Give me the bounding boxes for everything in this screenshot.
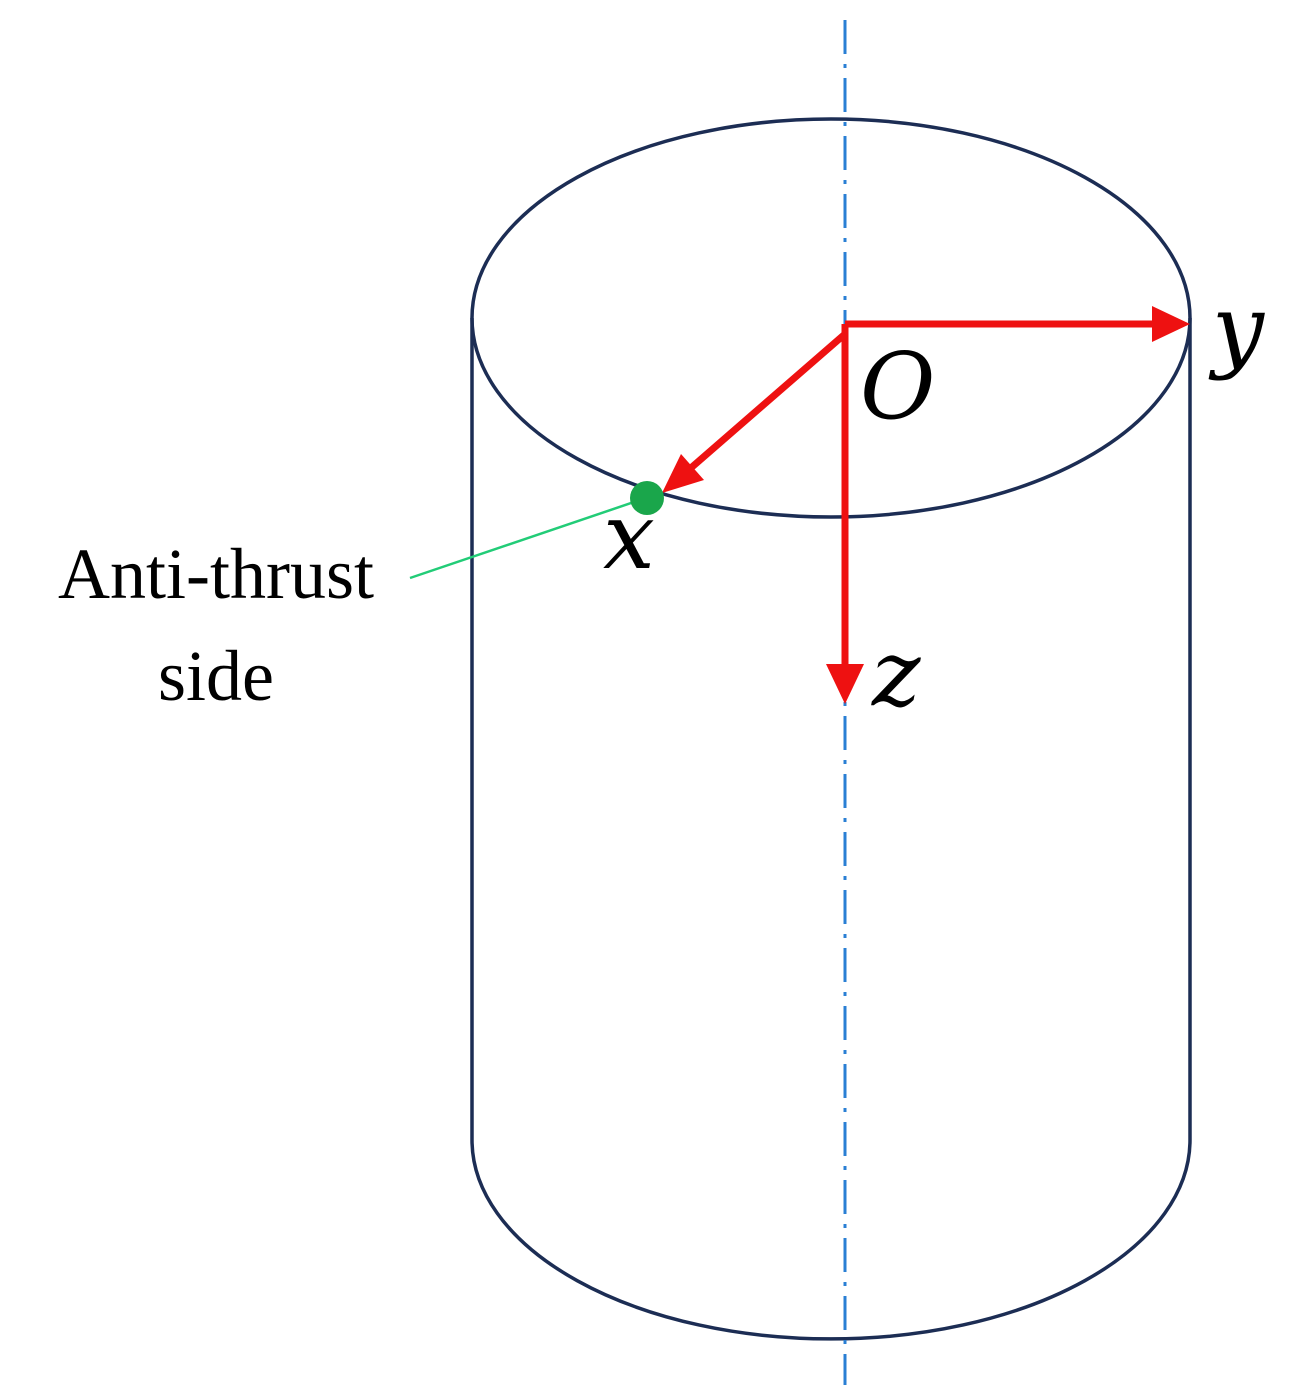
x-arrowhead xyxy=(662,454,704,493)
origin-label: O xyxy=(860,333,935,440)
cylinder-top-ellipse xyxy=(470,117,1192,519)
anti-thrust-marker xyxy=(630,481,664,515)
cylinder xyxy=(470,117,1192,1341)
y-arrowhead xyxy=(1152,306,1190,342)
annotation-line-1: Anti-thrust xyxy=(58,534,374,614)
annotation-leader-line xyxy=(409,498,641,580)
axes xyxy=(662,306,1190,704)
annotation-line-2: side xyxy=(158,636,274,716)
cylinder-bottom-arc xyxy=(470,1139,1192,1341)
y-axis-arrow xyxy=(845,306,1190,342)
y-axis-label: y xyxy=(1208,275,1265,382)
z-arrowhead xyxy=(826,664,864,704)
x-axis-label: x xyxy=(603,483,655,590)
x-axis-arrow xyxy=(662,331,848,493)
z-axis-label: z xyxy=(871,620,921,727)
z-axis-arrow xyxy=(826,324,864,704)
